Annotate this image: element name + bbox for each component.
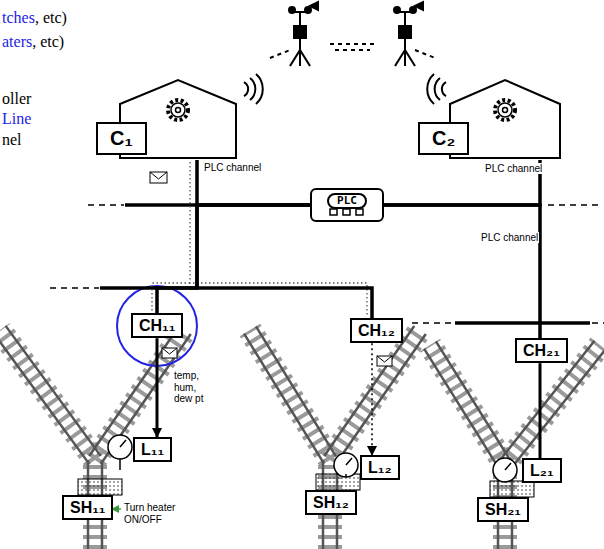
controller-house: C₁ [96, 78, 242, 160]
rail [256, 326, 336, 456]
sensor-gauge [108, 435, 517, 482]
node-label: SH₁₂ [313, 494, 349, 511]
plc-buttons [312, 208, 382, 218]
sensor-box: L₂₁ [522, 458, 562, 483]
gear-teeth [168, 100, 188, 120]
label: Line [2, 110, 31, 128]
node-label: L₁₁ [141, 441, 164, 458]
message-path [152, 162, 367, 316]
node-label: C₁ [96, 122, 147, 155]
gear [498, 103, 512, 117]
label: , etc) [35, 9, 67, 26]
label: PLC channel [203, 162, 262, 173]
gear-hub [176, 108, 181, 113]
connector [156, 338, 159, 437]
label: , etc) [32, 33, 64, 50]
gear-hub [503, 108, 508, 113]
sensor-box: L₁₂ [360, 455, 400, 480]
node-label: SH₂₁ [485, 501, 521, 518]
gear-teeth [495, 100, 515, 120]
connector [371, 343, 373, 455]
label: nel [2, 131, 22, 149]
label: oller [2, 90, 31, 108]
label: tches [2, 9, 35, 26]
rail [244, 334, 324, 464]
node-label: CH₁₁ [139, 317, 175, 334]
rail [324, 326, 414, 456]
node-label: PLC [327, 193, 367, 209]
node-label: CH₁₂ [358, 322, 395, 339]
label: PLC channel [484, 163, 543, 174]
plc-button [330, 209, 337, 215]
rail [510, 349, 604, 469]
sensor-box: L₁₁ [133, 437, 172, 462]
connector [539, 363, 542, 458]
text-row: tches, etc) [2, 9, 67, 27]
wireless-link [270, 44, 435, 58]
rail [436, 341, 511, 461]
connector [384, 205, 540, 338]
channel-box: CH₁₂ [350, 318, 403, 343]
rail-ties [430, 345, 505, 465]
rail-ties [250, 330, 330, 460]
plc-device: PLC [310, 188, 384, 222]
rail [6, 326, 101, 456]
label: Turn heater ON/OFF [123, 502, 183, 525]
gear [171, 103, 185, 117]
rail [424, 349, 499, 469]
heater-box: SH₁₂ [305, 490, 357, 515]
plc-bus [100, 205, 590, 323]
rail-ties [0, 330, 95, 460]
rail-ties [330, 330, 420, 460]
node-label: C₂ [418, 122, 469, 155]
bus-continuation [50, 205, 604, 323]
plc-button [343, 209, 350, 215]
rail-switches [0, 326, 604, 549]
wifi-signal [244, 74, 446, 104]
controller-house: C₂ [418, 78, 564, 160]
node-label: L₁₂ [368, 459, 392, 476]
label: aters [2, 33, 32, 50]
edge-label: temp, hum, dew pt [173, 370, 215, 405]
node-label: SH₁₁ [70, 499, 105, 516]
node-label: L₂₁ [530, 462, 554, 479]
connector [197, 160, 310, 205]
label: PLC channel [480, 232, 539, 243]
heater-box: SH₂₁ [477, 497, 529, 522]
plc-button [356, 209, 363, 215]
connector [157, 205, 310, 313]
rail [336, 334, 426, 464]
rail [500, 341, 595, 461]
heater-box: SH₁₁ [62, 495, 113, 520]
text-row: aters, etc) [2, 33, 64, 51]
node-label: CH₂₁ [523, 342, 560, 359]
channel-box: CH₁₁ [131, 313, 183, 338]
weather-station [289, 2, 423, 66]
channel-box: CH₂₁ [515, 338, 568, 363]
rail [0, 334, 89, 464]
